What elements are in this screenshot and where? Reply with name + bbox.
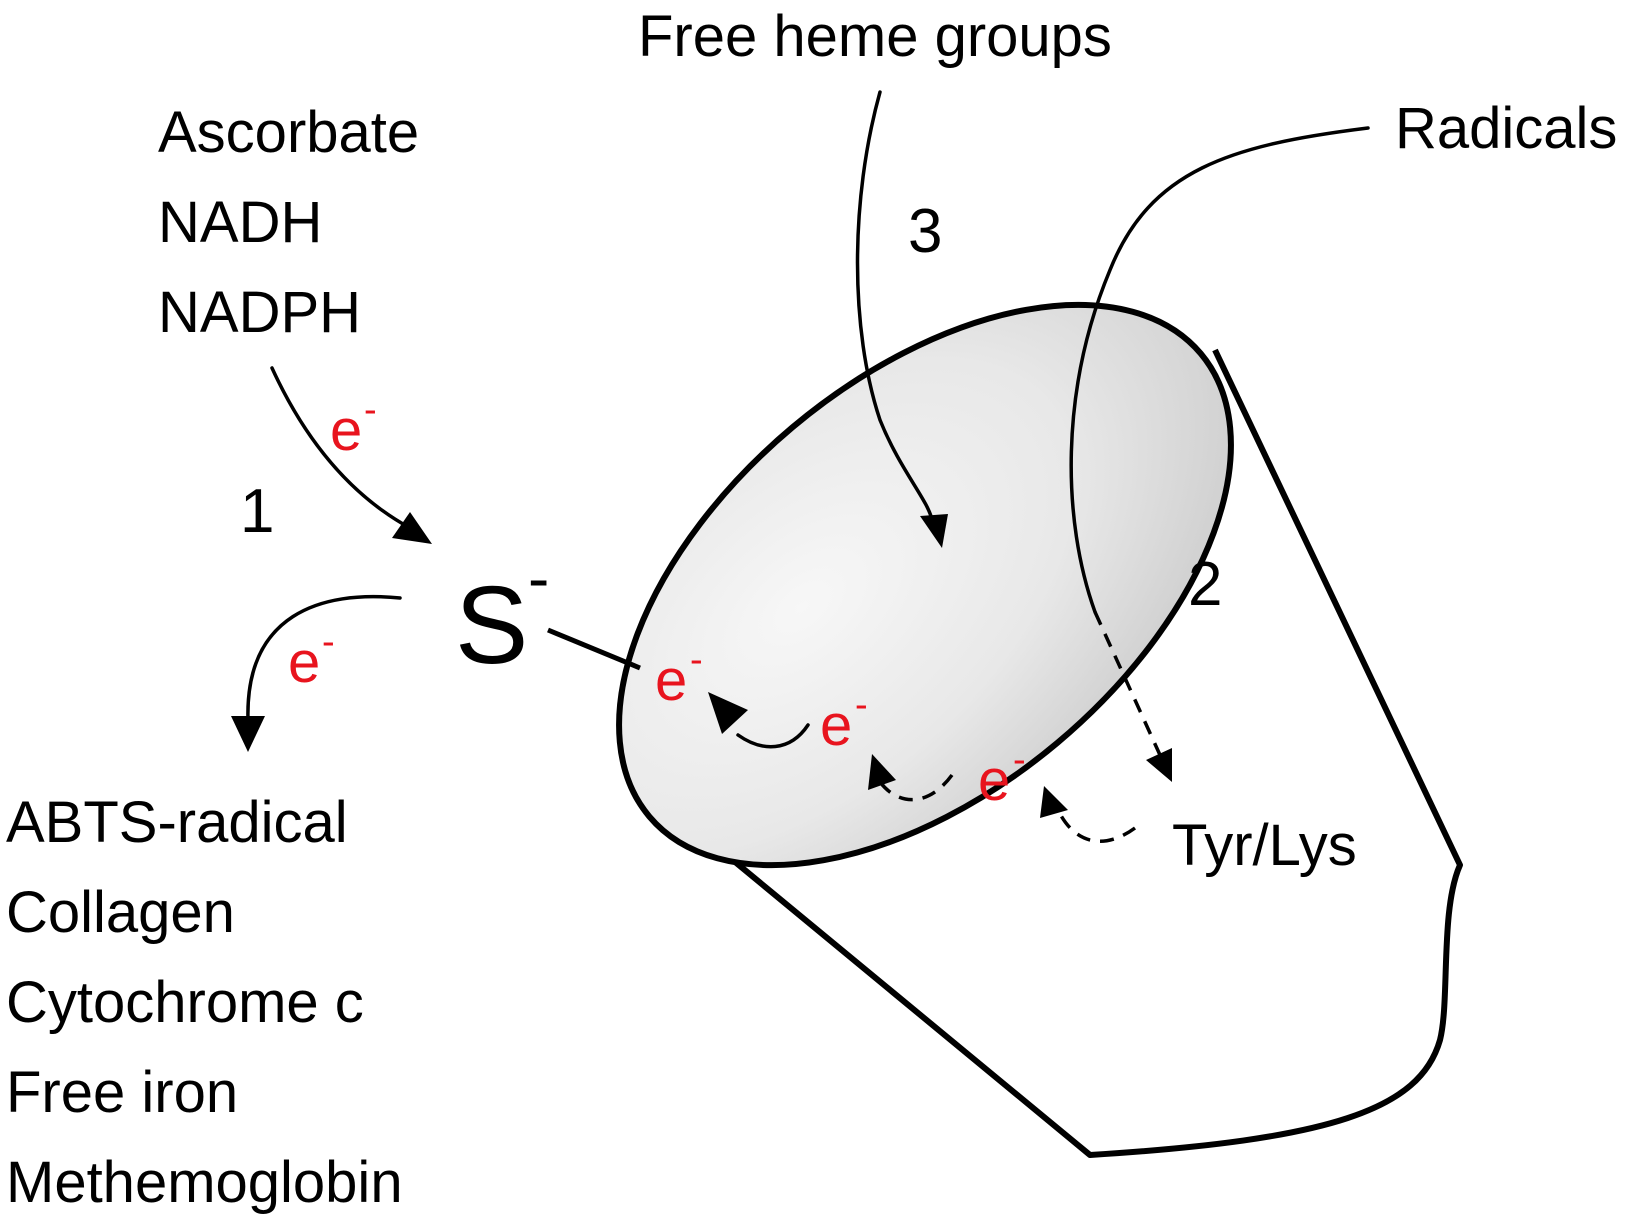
electron-e: e: [655, 648, 687, 713]
protein-cylinder: [616, 301, 1463, 1158]
cylinder-body: [658, 348, 1463, 1158]
electron-dashed-arrow-left: [878, 773, 954, 802]
electron-label-4: e -: [820, 684, 868, 758]
heme-arrowhead: [920, 514, 948, 548]
thiolate-symbol: S -: [455, 542, 549, 687]
reductant-nadph: NADPH: [158, 280, 361, 345]
electron-transfer-arrowhead-inner: [708, 692, 748, 734]
step-3-label: 3: [908, 197, 942, 266]
reductant-arrowhead: [392, 512, 432, 544]
oxidant-collagen: Collagen: [6, 880, 235, 945]
tyr-lys-label: Tyr/Lys: [1172, 813, 1357, 878]
step-2-label: 2: [1188, 550, 1222, 619]
reductant-arrow: [270, 366, 412, 530]
reductant-nadh: NADH: [158, 190, 322, 255]
electron-e: e: [288, 630, 320, 695]
radical-dashed-path: [1093, 611, 1162, 756]
heme-arrow: [855, 90, 934, 522]
electron-e: e: [978, 748, 1010, 813]
electron-label-5: e -: [978, 739, 1026, 813]
reductant-list: Ascorbate NADH NADPH: [158, 100, 419, 345]
radical-dashed-arrowhead: [1146, 748, 1172, 782]
electron-label-1: e -: [330, 389, 377, 463]
electron-label-2: e -: [288, 621, 335, 695]
reductant-ascorbate: Ascorbate: [158, 100, 419, 165]
electron-charge: -: [855, 684, 868, 726]
electron-dashed-arrowhead-right: [1040, 786, 1068, 818]
oxidant-cytochrome-c: Cytochrome c: [6, 970, 364, 1035]
oxidant-list: ABTS-radical Collagen Cytochrome c Free …: [6, 790, 403, 1215]
free-heme-label: Free heme groups: [638, 4, 1112, 69]
oxidant-abts-radical: ABTS-radical: [6, 790, 348, 855]
step-1-label: 1: [240, 477, 274, 546]
electron-e: e: [820, 693, 852, 758]
electron-transfer-arrow-inner: [736, 723, 810, 749]
oxidant-free-iron: Free iron: [6, 1060, 238, 1125]
thiolate-charge: -: [528, 542, 549, 614]
radicals-label: Radicals: [1395, 96, 1617, 161]
thiolate-s: S: [455, 564, 528, 687]
electron-charge: -: [364, 389, 377, 431]
electron-label-3: e -: [655, 639, 703, 713]
electron-charge: -: [1013, 739, 1026, 781]
thiolate-bond: [547, 627, 641, 671]
oxidant-arrowhead: [231, 716, 265, 752]
oxidant-methemoglobin: Methemoglobin: [6, 1150, 403, 1215]
cylinder-top: [616, 301, 1234, 869]
oxidant-arrow: [246, 594, 402, 722]
electron-dashed-arrow-right: [1056, 809, 1137, 843]
radical-curve: [1069, 126, 1370, 614]
electron-charge: -: [322, 621, 335, 663]
electron-e: e: [330, 398, 362, 463]
electron-charge: -: [690, 639, 703, 681]
electron-dashed-arrowhead-left: [868, 754, 896, 790]
